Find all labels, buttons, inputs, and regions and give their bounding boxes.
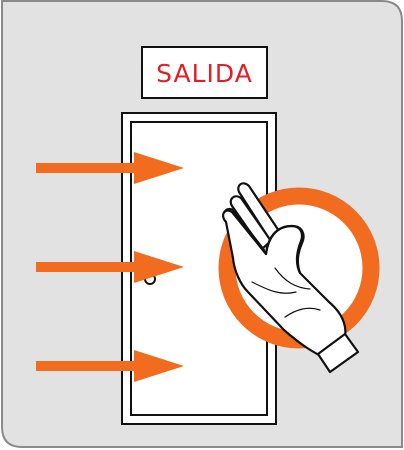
exit-sign-label: SALIDA [156,59,253,88]
